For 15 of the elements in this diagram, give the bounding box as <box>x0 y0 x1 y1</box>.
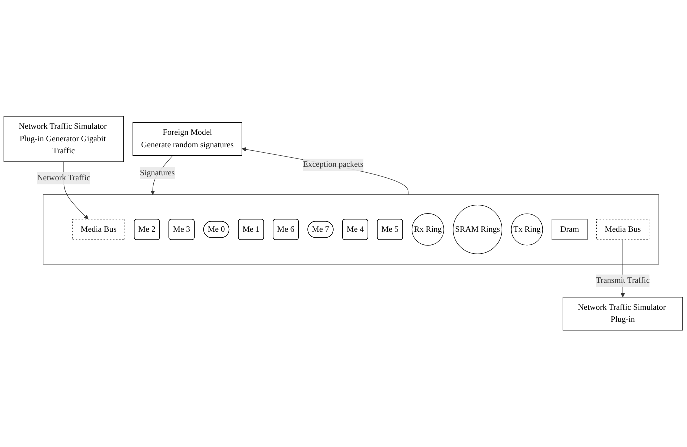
node-box: Foreign Model Generate random signatures <box>132 122 242 156</box>
node-box: Media Bus <box>596 219 650 240</box>
edge-label: Signatures <box>140 168 175 178</box>
edge-label: Exception packets <box>303 160 364 170</box>
arrow <box>242 147 409 196</box>
node-box: Network Traffic Simulator Plug-in <box>562 297 684 331</box>
node-box: Network Traffic Simulator Plug-in Generator Gigabit Traffic <box>4 116 124 162</box>
node-circle: SRAM Rings <box>453 205 502 254</box>
edge-label: Transmit Traffic <box>596 276 650 286</box>
node-box: Media Bus <box>72 219 126 240</box>
node-box: Dram <box>552 219 588 240</box>
node-circle: Tx Ring <box>511 214 544 246</box>
node-circle: Rx Ring <box>412 214 444 246</box>
edge-label: Network Traffic <box>37 174 91 183</box>
cluster <box>43 194 660 265</box>
